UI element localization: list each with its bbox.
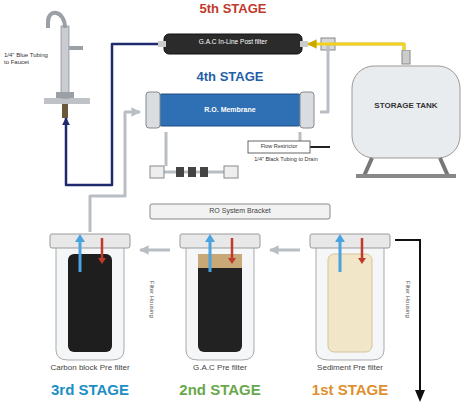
graphic-part: [164, 34, 302, 54]
graphic-part: [61, 26, 69, 98]
graphic-part: [62, 104, 68, 118]
graphic-part: [79, 240, 82, 272]
graphic-part: [300, 41, 308, 47]
graphic-part: [300, 92, 314, 128]
graphic-part: [150, 166, 164, 178]
graphic-part: [339, 240, 342, 272]
graphic-part: [335, 234, 345, 242]
part-label: Filter Housing: [149, 273, 156, 325]
node-label: Sediment Pre filter: [300, 364, 400, 373]
filter-housing: Sediment Pre filter 1st STAGE: [300, 232, 400, 414]
node-label: Carbon block Pre filter: [40, 364, 140, 373]
graphic-part: [101, 238, 104, 260]
flow-restrictor: [248, 141, 310, 153]
graphic-part: [205, 234, 215, 242]
filter-housing: Carbon block Pre filter 3rd STAGE: [40, 232, 140, 414]
node-label: 1/4" Blue Tubing to Faucet: [4, 52, 48, 65]
graphic-part: [356, 174, 456, 178]
water-line: [140, 249, 170, 252]
feed-arrow: [395, 240, 420, 392]
water-line: [308, 44, 404, 50]
ro-membrane: 4th STAGE R.O. Membrane: [140, 70, 320, 132]
graphic-part: [156, 94, 304, 126]
graphic-part: [200, 167, 208, 177]
graphic-part: [56, 246, 124, 360]
graphic-part: [310, 234, 390, 248]
node-label: 3rd STAGE: [40, 382, 140, 399]
graphic-part: [188, 167, 196, 177]
faucet: 1/4" Blue Tubing to Faucet: [4, 6, 90, 118]
graphic-part: [158, 41, 166, 47]
graphic-part: [209, 240, 212, 272]
graphic-part: [224, 166, 238, 178]
storage-tank: STORAGE TANK: [342, 50, 470, 180]
water-line: [270, 249, 300, 252]
part-label: 1/4" Black Tubing to Drain: [236, 156, 336, 162]
part-label: RO System Bracket: [150, 207, 330, 215]
graphic-part: [402, 50, 410, 64]
graphic-part: [176, 167, 184, 177]
part-label: Flow Restrictor: [248, 143, 310, 149]
graphic-part: [68, 254, 112, 352]
part-label: Filter Housing: [405, 273, 412, 325]
node-label: 2nd STAGE: [170, 382, 270, 399]
node-label: G.A.C In-Line Post filter: [174, 38, 292, 45]
water-line: [90, 112, 140, 232]
graphic-part: [48, 13, 65, 28]
graphic-part: [358, 258, 366, 264]
graphic-part: [186, 246, 254, 360]
graphic-part: [69, 46, 83, 50]
graphic-part: [228, 258, 236, 264]
node-label: 1st STAGE: [300, 382, 400, 399]
graphic-part: [364, 158, 448, 176]
graphic-part: [198, 254, 242, 268]
graphic-part: [44, 98, 90, 104]
node-label: G.A.C Pre filter: [170, 364, 270, 373]
storage-tank-shape: [342, 50, 470, 180]
filter-housing: G.A.C Pre filter 2nd STAGE: [170, 232, 270, 414]
graphic-part: [180, 234, 260, 248]
graphic-part: [361, 238, 364, 260]
stage-title: 5th STAGE: [158, 2, 308, 16]
graphic-part: [352, 66, 460, 158]
node-label: R.O. Membrane: [160, 106, 300, 114]
feed-arrowhead: [415, 390, 425, 402]
graphic-part: [75, 234, 85, 242]
graphic-part: [231, 238, 234, 260]
graphic-part: [198, 254, 242, 352]
check-valve-fittings: [150, 166, 238, 178]
graphic-part: [56, 92, 74, 98]
node-label: STORAGE TANK: [342, 102, 470, 111]
graphic-part: [146, 92, 160, 128]
graphic-part: [328, 254, 372, 352]
graphic-part: [50, 234, 130, 248]
drain-tubing: [310, 146, 330, 148]
system-bracket: [150, 204, 330, 219]
graphic-part: [316, 246, 384, 360]
post-filter: 5th STAGE G.A.C In-Line Post filter: [158, 2, 308, 58]
graphic-part: [98, 258, 106, 264]
stage-title: 4th STAGE: [140, 70, 320, 84]
tubing: [165, 132, 168, 166]
water-line: [66, 44, 158, 185]
